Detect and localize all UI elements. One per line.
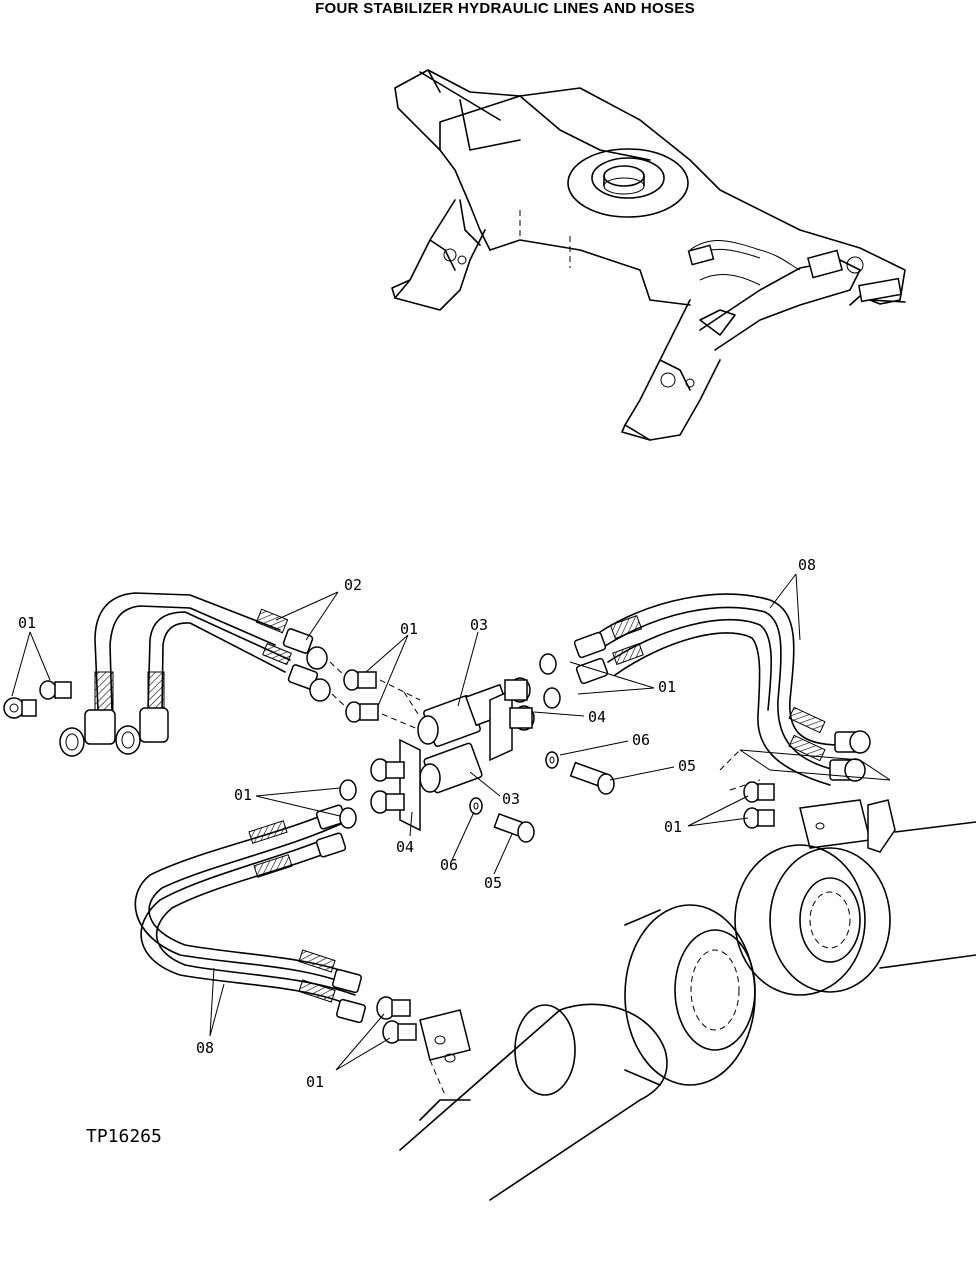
callout-01-top-center: 01 xyxy=(400,620,418,638)
leader-lines xyxy=(11,573,801,1071)
manifold-blocks xyxy=(370,677,615,843)
hose-pair-top-right xyxy=(539,593,871,786)
frame-overview-illustration xyxy=(391,69,906,441)
callout-05-right: 05 xyxy=(678,757,696,775)
cylinder-and-wheels xyxy=(399,844,976,1201)
callout-labels: 02 01 01 03 08 01 04 06 05 01 03 01 04 0… xyxy=(18,556,816,1091)
callout-01-left-middle: 01 xyxy=(234,786,252,804)
fittings-far-left xyxy=(3,680,72,719)
callout-02-hose: 02 xyxy=(344,576,362,594)
callout-01-right: 01 xyxy=(658,678,676,696)
right-valve-block xyxy=(719,749,976,853)
callout-04-lower: 04 xyxy=(396,838,414,856)
callout-01-lower-right: 01 xyxy=(664,818,682,836)
diagram-title: FOUR STABILIZER HYDRAULIC LINES AND HOSE… xyxy=(315,0,695,17)
callout-06-lower: 06 xyxy=(440,856,458,874)
callout-03-top: 03 xyxy=(470,616,488,634)
callout-01-far-left: 01 xyxy=(18,614,36,632)
callout-06-right: 06 xyxy=(632,731,650,749)
callout-03-lower: 03 xyxy=(502,790,520,808)
hose-pair-top-left xyxy=(59,592,331,757)
callout-01-bottom: 01 xyxy=(306,1073,324,1091)
callout-05-lower: 05 xyxy=(484,874,502,892)
callout-08-top-right: 08 xyxy=(798,556,816,574)
hose-detail-illustration xyxy=(3,592,976,1201)
callout-08-bottom: 08 xyxy=(196,1039,214,1057)
hose-pair-bottom-left xyxy=(134,779,417,1044)
reference-number: TP16265 xyxy=(86,1126,162,1147)
fittings-center xyxy=(329,661,421,731)
callout-04-right: 04 xyxy=(588,708,606,726)
